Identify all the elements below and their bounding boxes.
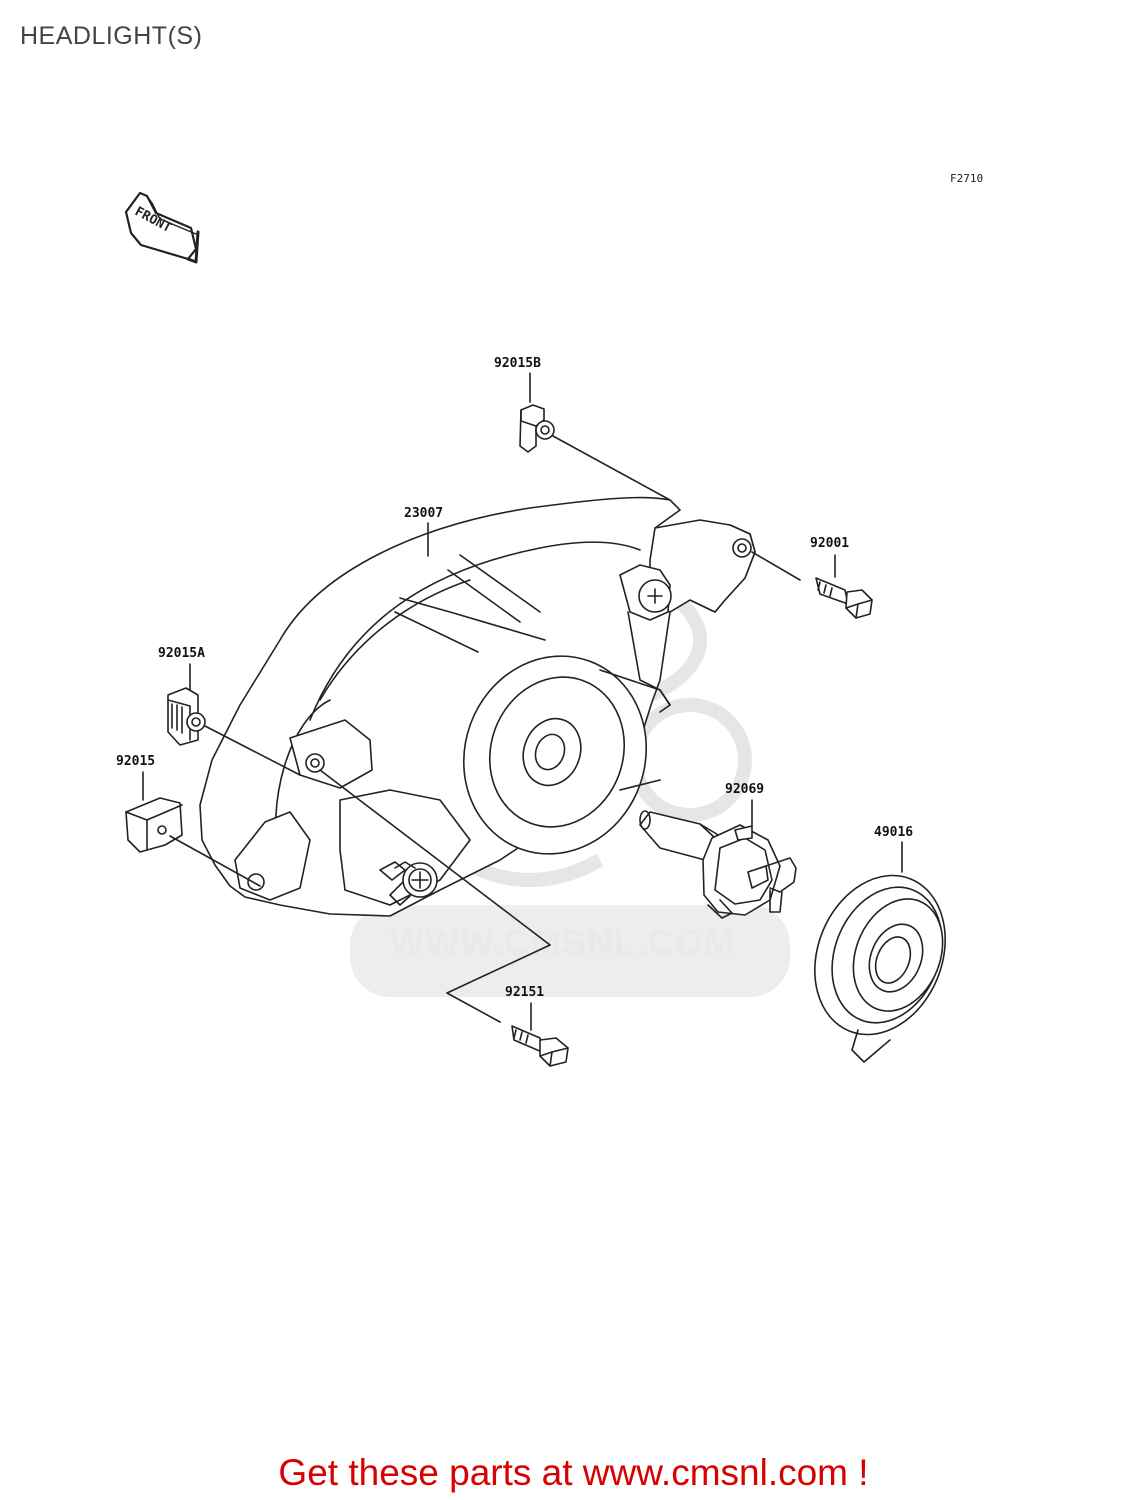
- callout-92069: 92069: [725, 782, 765, 797]
- headlight-housing-shape: [199, 496, 756, 917]
- callout-49016: 49016: [874, 825, 914, 840]
- bolt-92151-shape: [511, 1025, 569, 1067]
- callout-92015A: 92015A: [158, 646, 205, 661]
- callout-92001: 92001: [810, 536, 850, 551]
- reflector-bowl-shape: [462, 655, 671, 855]
- callout-92015B: 92015B: [494, 356, 541, 371]
- callout-23007: 23007: [404, 506, 444, 521]
- clip-92015A-shape: [167, 687, 206, 746]
- front-arrow-icon: [124, 191, 200, 264]
- bulb-92069-shape: [639, 810, 797, 919]
- right-bracket-shape: [619, 519, 756, 713]
- callout-92015: 92015: [116, 754, 156, 769]
- clip-92015-shape: [125, 797, 183, 853]
- bolt-92001-shape: [815, 577, 873, 619]
- diagram-code: F2710: [950, 172, 984, 185]
- callout-92151: 92151: [505, 985, 545, 1000]
- promo-link[interactable]: Get these parts at www.cmsnl.com !: [278, 1452, 869, 1493]
- watermark-text: WWW.CMSNL.COM: [390, 922, 735, 963]
- clip-92015B-shape: [519, 404, 555, 453]
- page-title: HEADLIGHT(S): [20, 22, 203, 50]
- cover-49016-shape: [814, 874, 946, 1063]
